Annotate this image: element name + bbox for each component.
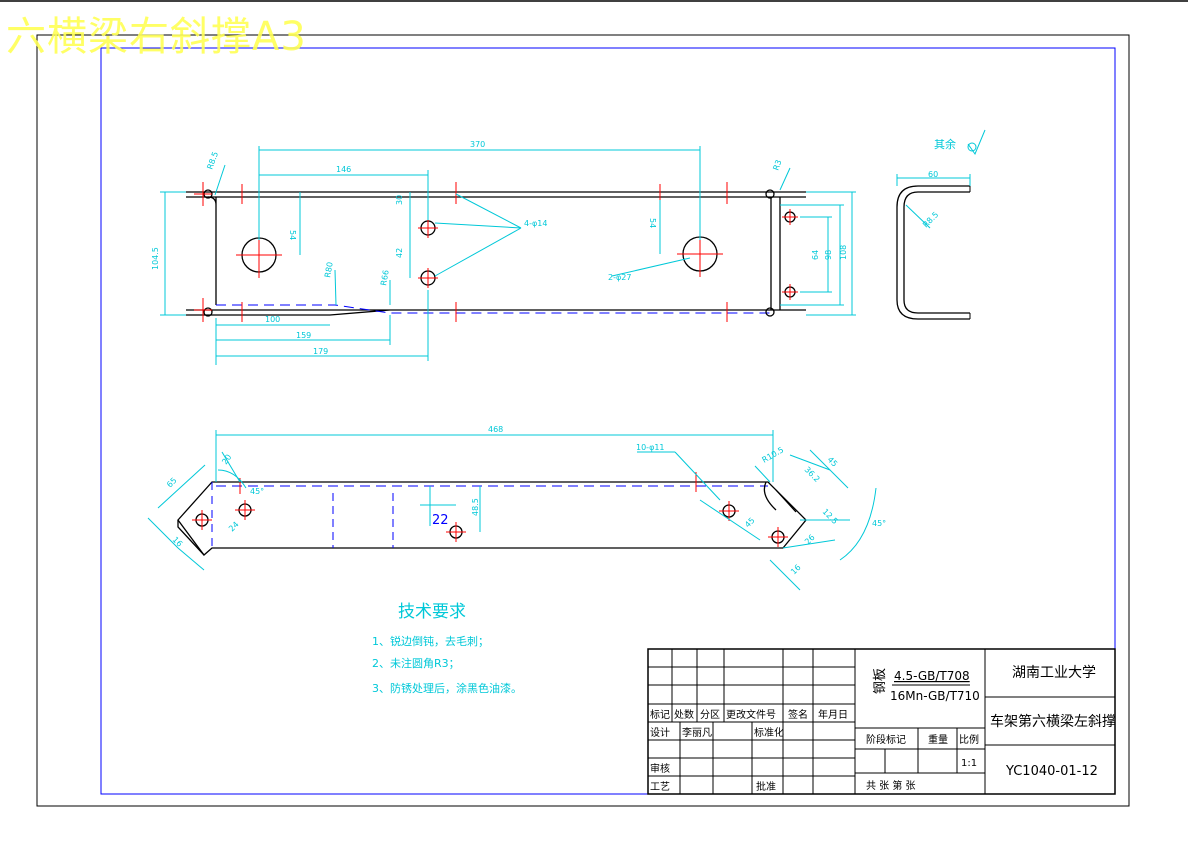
- dim-16-right: 16: [789, 563, 803, 577]
- dim-159: 159: [296, 331, 311, 340]
- tb-label-change: 更改文件号: [726, 708, 776, 721]
- dim-45deg-right: 45°: [872, 519, 886, 528]
- dim-hole-small: 4-φ14: [524, 219, 547, 228]
- dim-370: 370: [470, 140, 485, 149]
- dim-65: 65: [165, 476, 179, 490]
- tb-label-sign: 签名: [788, 708, 808, 721]
- title-block-text: 标记 处数 分区 更改文件号 签名 年月日 设计 李丽凡 标准化 审核 工艺 批…: [650, 708, 979, 793]
- dim-54-left: 54: [288, 230, 297, 240]
- note-2: 2、未注圆角R3；: [372, 656, 460, 670]
- dim-r3-top: R3: [771, 159, 783, 172]
- tb-standard-label: 标准化: [754, 726, 784, 739]
- dim-30: 30: [395, 195, 404, 205]
- section-dim-r8: R8.5: [921, 210, 940, 229]
- dim-r66: R66: [379, 269, 391, 286]
- drawing-frame: [100, 47, 1116, 795]
- front-view-centerlines: [192, 472, 788, 547]
- dim-r8-top: R8.5: [205, 150, 220, 170]
- tb-scale-value: 1:1: [961, 758, 977, 769]
- front-view: [177, 481, 807, 556]
- tb-stage-label: 阶段标记: [866, 733, 906, 746]
- dim-54-right: 54: [648, 218, 657, 228]
- dim-45deg-left: 45°: [250, 487, 264, 496]
- material-bottom: 16Mn-GB/T710: [890, 689, 980, 703]
- section-view: 其余 60 R8.5: [896, 129, 986, 320]
- front-view-dim-text: 468 10-φ11 R10.5 20 65 45° 24 16 48.5 36…: [165, 425, 886, 576]
- dim-10-phi11: 10-φ11: [636, 443, 665, 452]
- top-view-centerlines: [194, 182, 798, 322]
- dim-60: 60: [928, 170, 938, 179]
- dim-20: 20: [220, 453, 233, 467]
- tb-process-label: 工艺: [650, 781, 670, 793]
- tb-label-mark: 标记: [650, 709, 670, 721]
- tb-designer: 李丽凡: [682, 726, 712, 739]
- dim-24: 24: [227, 520, 241, 534]
- tb-label-zone: 分区: [700, 709, 720, 721]
- note-1: 1、锐边倒钝，去毛刺；: [372, 634, 489, 648]
- dim-48: 48.5: [471, 498, 480, 516]
- title-block-material: 钢板 4.5-GB/T708 16Mn-GB/T710: [873, 668, 980, 703]
- dim-45-mid: 45: [743, 516, 757, 530]
- tb-check-label: 审核: [650, 762, 670, 775]
- tb-weight-label: 重量: [928, 733, 948, 746]
- dim-42: 42: [395, 248, 404, 258]
- drawing-number: YC1040-01-12: [1005, 764, 1098, 779]
- dim-146: 146: [336, 165, 351, 174]
- dim-16: 16: [171, 535, 185, 549]
- front-view-outline: [177, 481, 807, 556]
- part-name: 车架第六横梁左斜撑: [990, 713, 1116, 730]
- dim-179: 179: [313, 347, 328, 356]
- dim-64: 64: [811, 250, 820, 260]
- note-3: 3、防锈处理后，涂黑色油漆。: [372, 681, 522, 695]
- top-view-dimensions: [160, 146, 856, 365]
- notes-heading: 技术要求: [398, 602, 466, 622]
- drawing-title-overlay: 六横梁右斜撑A3: [6, 14, 307, 60]
- top-view-dim-text: 370 146 R8.5 R3 54 30 42 54 4-φ14 2-φ27 …: [151, 140, 848, 356]
- dim-r80: R80: [323, 261, 335, 278]
- dim-468: 468: [488, 425, 503, 434]
- front-view-dimensions: [147, 430, 877, 591]
- dim-height-left: 104.5: [151, 247, 160, 270]
- dim-100: 100: [265, 315, 280, 324]
- tb-scale-label: 比例: [959, 733, 979, 746]
- school-name: 湖南工业大学: [1012, 665, 1096, 681]
- tb-sheets: 共 张 第 张: [866, 779, 916, 792]
- tb-label-count: 处数: [674, 708, 694, 721]
- dim-hole-big: 2-φ27: [608, 273, 631, 282]
- top-view: [186, 189, 806, 317]
- dim-22: 22: [432, 513, 449, 528]
- technical-notes: 技术要求 1、锐边倒钝，去毛刺； 2、未注圆角R3； 3、防锈处理后，涂黑色油漆…: [372, 602, 522, 695]
- dim-45-right: 45: [826, 455, 840, 469]
- sheet-outer-border: [36, 34, 1130, 807]
- roughness-label: 其余: [934, 137, 956, 151]
- tb-design-label: 设计: [650, 726, 670, 739]
- title-block: [647, 648, 1116, 795]
- tb-label-date: 年月日: [818, 708, 848, 721]
- dim-36: 36.2: [803, 465, 822, 484]
- material-prefix: 钢板: [873, 668, 888, 694]
- tb-approve-label: 批准: [756, 780, 776, 793]
- top-view-outline: [186, 191, 806, 316]
- dim-108: 108: [839, 245, 848, 260]
- dim-98: 98: [824, 250, 833, 260]
- dim-12: 12.5: [821, 507, 840, 526]
- material-top: 4.5-GB/T708: [894, 669, 970, 683]
